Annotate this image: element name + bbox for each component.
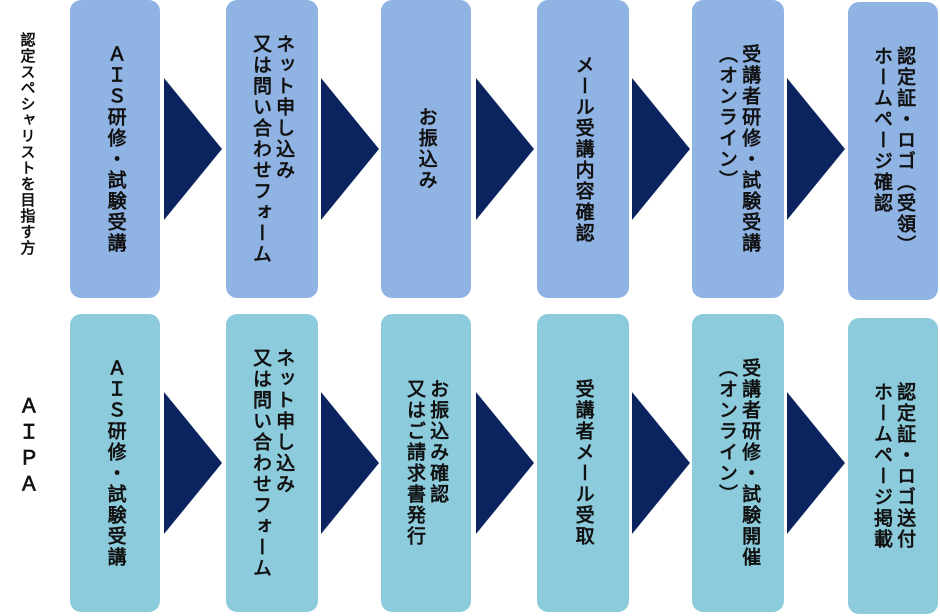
row2-arrow-3 <box>476 392 534 534</box>
row1-step1-label: ＡＩＳ研修・試験受講 <box>104 44 127 254</box>
row2-step6-box: 認定証・ロゴ送付 ホームページ掲載 <box>848 318 938 614</box>
row1-step2-label: ネット申し込み 又は問い合わせフォーム <box>250 33 296 265</box>
row2-step4-box: 受講者メール受取 <box>537 314 629 612</box>
row2-arrow-1 <box>164 392 222 534</box>
row-label-aipa: ＡＩＰＡ <box>15 395 40 499</box>
row2-step5-box: 受講者研修・試験開催 （オンライン） <box>692 314 784 612</box>
row1-arrow-2 <box>321 78 379 220</box>
row1-step5-box: 受講者研修・試験受講 （オンライン） <box>692 0 784 298</box>
row1-step4-label: メール受講内容確認 <box>572 54 595 244</box>
row1-step4-box: メール受講内容確認 <box>537 0 629 298</box>
row1-step6-label: 認定証・ロゴ（受領） ホームページ確認 <box>871 46 917 256</box>
row1-arrow-4 <box>632 78 690 220</box>
row1-arrow-5 <box>787 78 845 220</box>
row1-step5-label: 受講者研修・試験受講 （オンライン） <box>716 44 762 254</box>
row2-step2-label: ネット申し込み 又は問い合わせフォーム <box>250 347 296 579</box>
row1-step2-box: ネット申し込み 又は問い合わせフォーム <box>226 0 318 298</box>
row2-arrow-2 <box>321 392 379 534</box>
row2-step1-label: ＡＩＳ研修・試験受講 <box>104 358 127 568</box>
row1-arrow-1 <box>164 78 222 220</box>
row-label-specialist: 認定スペシャリストを目指す方 <box>18 32 37 256</box>
row2-step4-label: 受講者メール受取 <box>572 379 595 547</box>
row2-step3-label: お振込み確認 又はご請求書発行 <box>404 379 450 547</box>
row2-step6-label: 認定証・ロゴ送付 ホームページ掲載 <box>871 382 917 550</box>
row2-arrow-4 <box>632 392 690 534</box>
row2-step5-label: 受講者研修・試験開催 （オンライン） <box>716 358 762 568</box>
row1-step1-box: ＡＩＳ研修・試験受講 <box>70 0 160 298</box>
row2-arrow-5 <box>787 392 845 534</box>
row1-arrow-3 <box>476 78 534 220</box>
row2-step2-box: ネット申し込み 又は問い合わせフォーム <box>226 314 318 612</box>
row2-step3-box: お振込み確認 又はご請求書発行 <box>381 314 471 612</box>
row1-step6-box: 認定証・ロゴ（受領） ホームページ確認 <box>848 2 938 300</box>
row1-step3-box: お振込み <box>381 0 471 298</box>
row2-step1-box: ＡＩＳ研修・試験受講 <box>70 314 160 612</box>
row1-step3-label: お振込み <box>415 107 438 191</box>
